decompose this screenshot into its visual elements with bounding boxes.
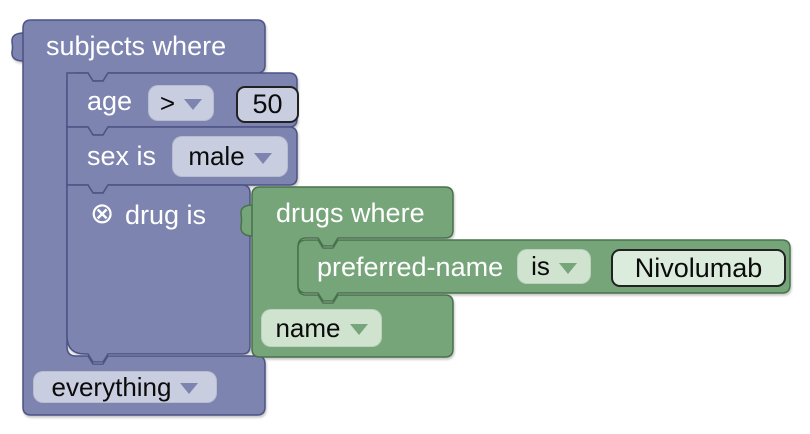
chevron-down-icon [558,262,577,274]
sex-field-label: sex is [87,141,157,171]
subjects-output-connector-icon [11,32,25,62]
chevron-down-icon [253,152,272,164]
chevron-down-icon [180,383,199,394]
drug-condition-block[interactable] [66,184,251,363]
preferred-name-field-label: preferred-name [317,252,504,282]
age-operator-dropdown[interactable]: > [148,85,214,121]
age-value-text: 50 [252,89,283,119]
age-field-label: age [87,86,133,116]
preferred-name-operator-value: is [531,251,550,281]
drugs-block-title: drugs where [276,198,425,228]
preferred-name-value-text: Nivolumab [634,252,763,283]
drugs-return-dropdown[interactable]: name [261,309,382,347]
sex-value-text: male [188,141,245,171]
chevron-down-icon [349,324,368,335]
age-value-input[interactable]: 50 [236,86,299,123]
chevron-down-icon [184,99,203,110]
subjects-return-value: everything [51,371,172,402]
subjects-return-dropdown[interactable]: everything [33,371,217,403]
drugs-return-value: name [275,312,341,343]
sex-value-dropdown[interactable]: male [172,136,288,177]
circled-x-icon[interactable]: ⊗ [90,198,115,230]
drugs-output-connector-icon [240,204,254,237]
age-operator-value: > [159,87,176,118]
preferred-name-operator-dropdown[interactable]: is [517,249,591,284]
drug-field-label: drug is [125,200,207,230]
subjects-block-title: subjects where [46,31,227,61]
preferred-name-value-input[interactable]: Nivolumab [611,249,786,287]
